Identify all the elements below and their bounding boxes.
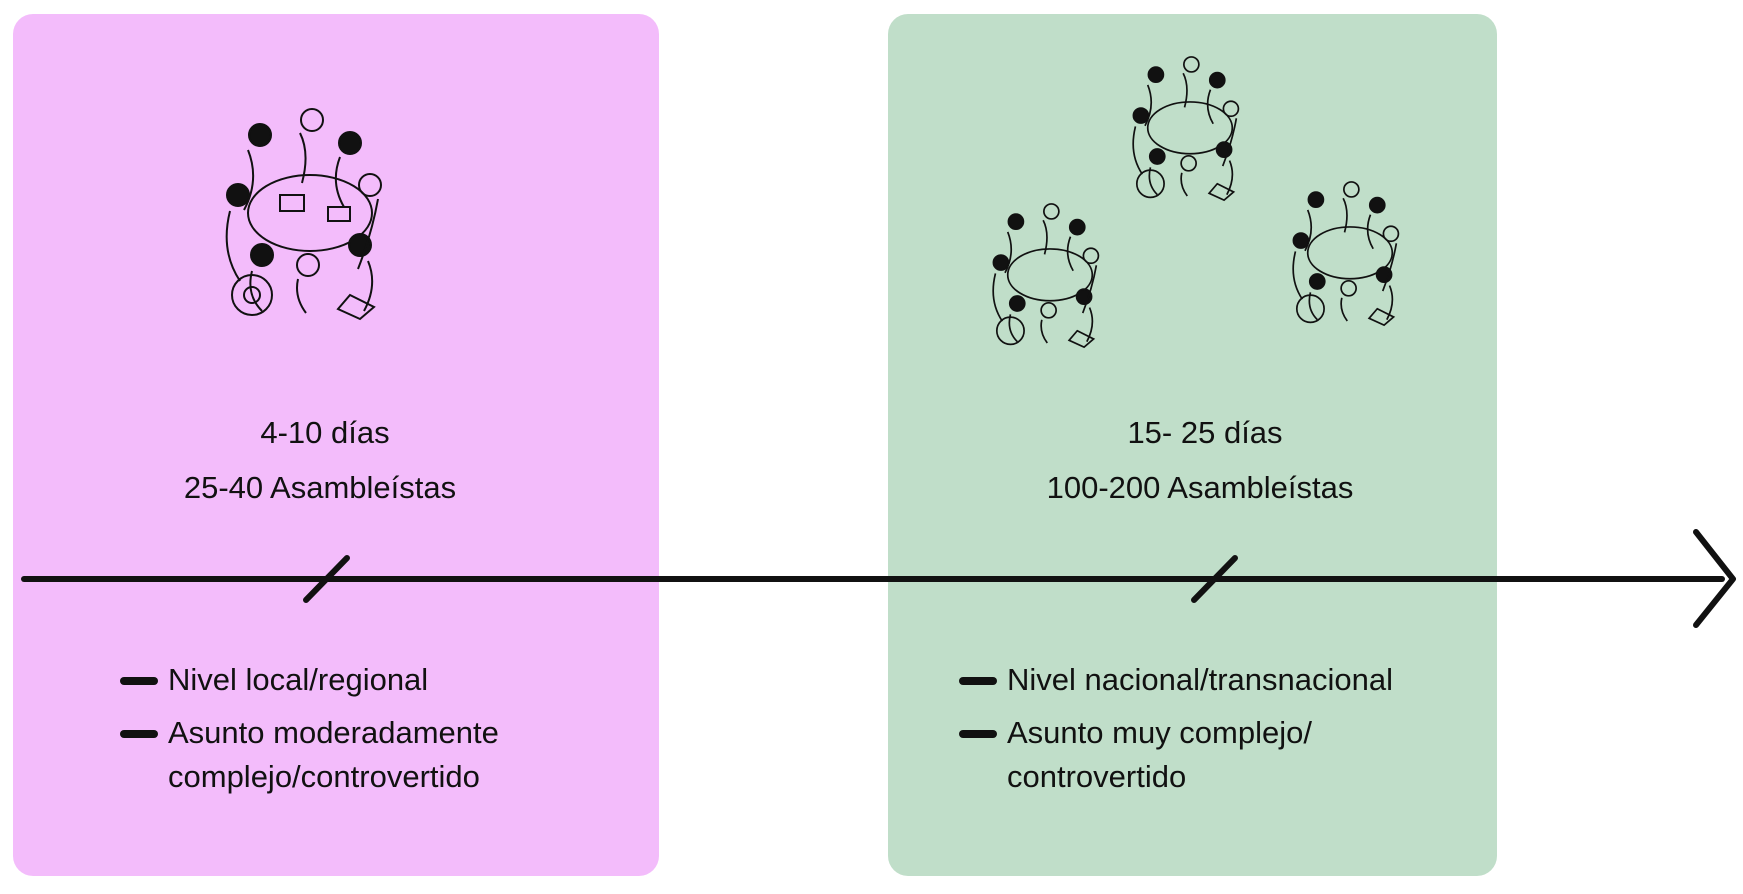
small-participants-label: 25-40 Asambleístas [183,470,457,505]
bullet-text: Asunto moderadamente complejo/controvert… [168,715,499,794]
bullet-text: Nivel nacional/transnacional [1007,662,1394,697]
bullet-text: Asunto muy complejo/ controvertido [1007,715,1312,794]
bullet-item: Asunto moderadamente complejo/controvert… [120,711,568,799]
bullet-item: Nivel local/regional [120,658,648,702]
small-duration-label: 4-10 días [260,415,390,450]
large-participants-label: 100-200 Asambleístas [1046,470,1354,505]
bullet-item: Nivel nacional/transnacional [959,658,1487,702]
dash-icon [120,677,158,685]
dash-icon [959,730,997,738]
axis-arrowhead-icon [1693,529,1736,628]
large-duration-label: 15- 25 días [1127,415,1283,450]
meeting-group-illustration-icon-1 [1115,45,1265,210]
large-assembly-tick [1191,555,1238,603]
large-assembly-bullets: Nivel nacional/transnacional Asunto muy … [959,658,1487,808]
dash-icon [120,730,158,738]
small-assembly-bullets: Nivel local/regional Asunto moderadament… [120,658,648,808]
bullet-item: Asunto muy complejo/ controvertido [959,711,1367,799]
bullet-text: Nivel local/regional [168,662,429,697]
meeting-group-illustration-icon-3 [1275,170,1425,335]
group-meeting-illustration-icon [200,95,420,330]
meeting-group-illustration-icon-2 [975,192,1125,357]
dash-icon [959,677,997,685]
small-assembly-tick [303,555,350,603]
